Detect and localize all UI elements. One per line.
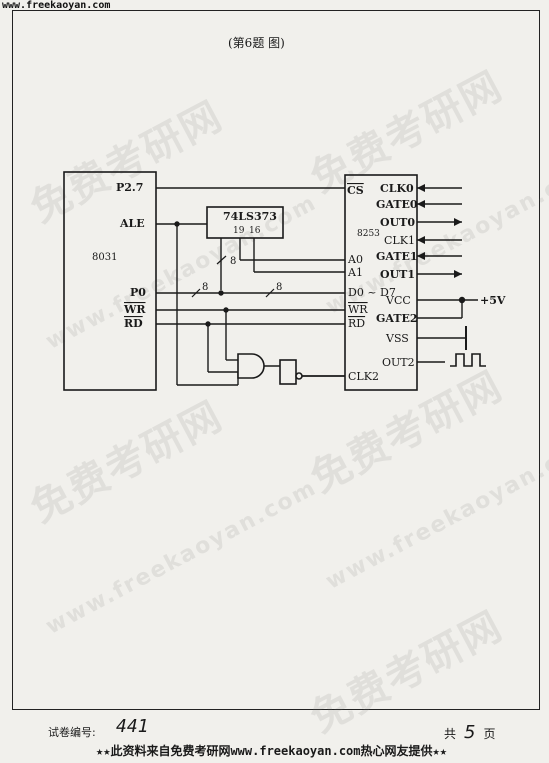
pin-out1-label: OUT1 bbox=[380, 268, 415, 281]
supply-vcc-label: +5V bbox=[480, 294, 506, 307]
page-count-prefix: 共 bbox=[444, 727, 457, 741]
page-frame bbox=[12, 10, 540, 710]
page-count-suffix: 页 bbox=[483, 727, 496, 741]
and-gate bbox=[237, 353, 265, 379]
bus-slash-p0 bbox=[191, 288, 201, 298]
output-bubble bbox=[295, 372, 303, 380]
arrow-clk0-in bbox=[417, 184, 425, 192]
junction-dot bbox=[458, 296, 466, 304]
arrow-gate1-in bbox=[417, 252, 425, 260]
junction-dot bbox=[223, 307, 229, 313]
bus-slash-addr bbox=[216, 255, 227, 265]
pin-vss-label: VSS bbox=[385, 332, 409, 345]
pin-16-label: 16 bbox=[249, 226, 261, 236]
chip-outlines bbox=[63, 171, 418, 391]
pin-wr-label: WR bbox=[123, 303, 146, 316]
pin-data-label: D0 ~ D7 bbox=[348, 286, 396, 299]
latch-74ls373-chip bbox=[206, 206, 284, 239]
junction-dot bbox=[174, 221, 180, 227]
cpu-name-label: 8031 bbox=[92, 252, 117, 263]
timer-name-label: 8253 bbox=[357, 229, 380, 239]
logic-gates bbox=[237, 353, 303, 385]
bus-slash-data bbox=[265, 288, 275, 298]
junction-dots bbox=[174, 221, 466, 327]
pin-clk2-label: CLK2 bbox=[348, 370, 379, 383]
arrow-gate0-in bbox=[417, 200, 425, 208]
paper-number-label: 试卷编号: bbox=[48, 726, 96, 739]
arrow-clk1-in bbox=[417, 236, 425, 244]
timer-8253-chip bbox=[344, 174, 418, 391]
figure-caption: (第6题 图) bbox=[228, 36, 285, 50]
latch-name-label: 74LS373 bbox=[223, 210, 277, 223]
flip-flop bbox=[279, 359, 297, 385]
arrow-out1-out bbox=[454, 270, 462, 278]
paper-number: 441 bbox=[116, 716, 149, 737]
pin-timer-wr-label: WR bbox=[348, 303, 368, 316]
pin-clk1-label: CLK1 bbox=[384, 234, 415, 247]
pin-cs-label: CS bbox=[347, 184, 364, 197]
wires bbox=[156, 187, 478, 386]
bus-width-addr: 8 bbox=[230, 256, 236, 267]
pin-clk0-label: CLK0 bbox=[380, 182, 414, 195]
pin-ale-label: ALE bbox=[119, 217, 145, 230]
pin-gate1-label: GATE1 bbox=[376, 250, 418, 263]
page-count-total: 5 bbox=[464, 722, 476, 743]
pin-gate0-label: GATE0 bbox=[376, 198, 418, 211]
junction-dot bbox=[205, 321, 211, 327]
pin-p0-label: P0 bbox=[130, 286, 146, 299]
pin-gate2-label: GATE2 bbox=[376, 312, 418, 325]
source-banner: ★★此资料来自免费考研网www.freekaoyan.com热心网友提供★★ bbox=[96, 744, 447, 758]
pin-a0-label: A0 bbox=[347, 253, 363, 266]
pin-out0-label: OUT0 bbox=[380, 216, 415, 229]
bus-width-data: 8 bbox=[276, 282, 282, 293]
pin-out2-label: OUT2 bbox=[382, 356, 415, 369]
square-wave-icon bbox=[450, 353, 486, 367]
pin-a1-label: A1 bbox=[347, 266, 363, 279]
junction-dot bbox=[218, 290, 224, 296]
bus-width-p0: 8 bbox=[202, 282, 208, 293]
site-url-header: www.freekaoyan.com bbox=[2, 0, 111, 11]
pin-labels: 8031 P2.7 ALE P0 WR RD 74LS373 19 16 CS … bbox=[92, 181, 506, 383]
bus-slashes bbox=[191, 255, 275, 298]
arrows bbox=[417, 184, 462, 278]
pin-p27-label: P2.7 bbox=[116, 181, 143, 194]
pin-19-label: 19 bbox=[233, 226, 245, 236]
cpu-8031-chip bbox=[63, 171, 157, 391]
pin-rd-label: RD bbox=[124, 317, 143, 330]
arrow-out0-out bbox=[454, 218, 462, 226]
pin-timer-rd-label: RD bbox=[348, 317, 365, 330]
pin-vcc-label: VCC bbox=[385, 294, 411, 307]
